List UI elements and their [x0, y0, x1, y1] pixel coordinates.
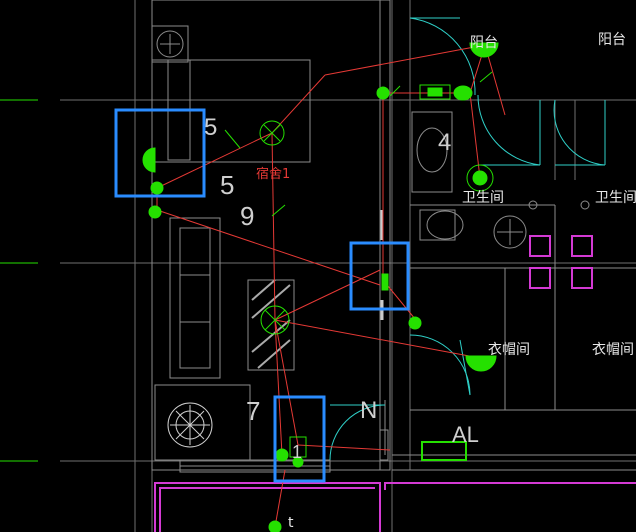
label-bathroom-2: 卫生间 — [595, 190, 636, 206]
label-num-5b: 5 — [220, 170, 234, 200]
label-bathroom-1: 卫生间 — [462, 190, 504, 206]
junction-dot — [376, 86, 390, 100]
label-closet-2: 衣帽间 — [592, 342, 634, 358]
magenta-elements — [154, 235, 636, 532]
label-num-9: 9 — [240, 201, 254, 231]
label-dorm: 宿舍1 — [256, 166, 290, 182]
text-labels: 阳台 阳台 卫生间 卫生间 衣帽间 衣帽间 宿舍1 5 5 9 4 7 N 1 … — [204, 32, 636, 531]
grid-lines — [60, 0, 636, 532]
label-closet-1: 衣帽间 — [488, 342, 530, 358]
light-x-fixtures — [224, 71, 494, 335]
selection-boxes — [114, 108, 410, 483]
selection-box-left[interactable] — [114, 108, 206, 198]
label-t: t — [288, 515, 294, 531]
axis-stubs — [0, 99, 38, 462]
plant-icon — [167, 402, 213, 448]
label-al: AL — [452, 422, 479, 447]
light-fixture-balcony — [469, 42, 499, 58]
door-arcs — [329, 17, 606, 461]
label-num-n: N — [360, 397, 377, 424]
label-num-7: 7 — [246, 396, 260, 426]
selection-box-bottom[interactable] — [273, 395, 326, 483]
label-balcony-1: 阳台 — [470, 35, 498, 51]
label-num-5a: 5 — [204, 114, 217, 141]
label-num-4: 4 — [438, 129, 451, 156]
walls — [151, 0, 636, 473]
label-num-1: 1 — [292, 442, 302, 462]
label-balcony-2: 阳台 — [598, 32, 626, 48]
selection-box-center[interactable] — [349, 241, 410, 311]
fixtures — [142, 42, 499, 532]
